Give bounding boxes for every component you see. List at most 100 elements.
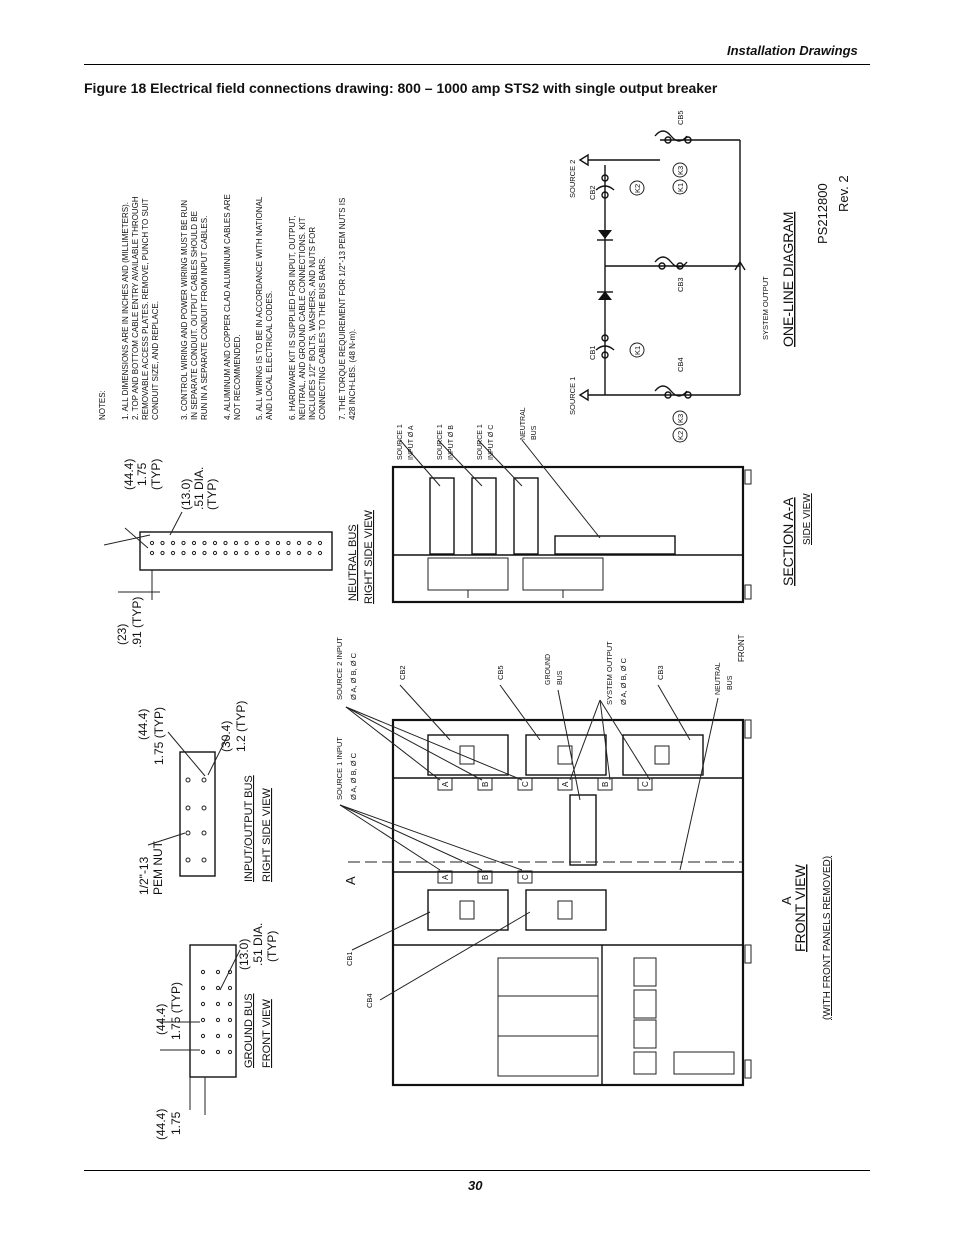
bus-hole [317, 550, 323, 556]
note-line: RUN IN A SEPARATE CONDUIT FROM INPUT CAB… [200, 216, 209, 420]
front-cb1: CB1 [345, 951, 354, 966]
bus-hole [223, 540, 228, 546]
front-view-subtitle: (WITH FRONT PANELS REMOVED) [822, 856, 833, 1020]
bus-hole [317, 540, 323, 546]
front-ground-sub: BUS [557, 670, 564, 685]
front-sys-output: SYSTEM OUTPUT [605, 641, 614, 705]
note-line: 428 INCH-LBS. (48 N-m). [348, 329, 357, 420]
section-subtitle: SIDE VIEW [802, 493, 813, 545]
section-src1c-sub: INPUT Ø C [488, 425, 495, 460]
io-pem: 1/2"-13 [137, 856, 151, 895]
bus-hole [191, 550, 197, 556]
bus-hole [200, 985, 206, 991]
front-src1-input: SOURCE 1 INPUT [335, 737, 344, 800]
one-line-k1b: K1 [676, 183, 685, 192]
header-rule [84, 64, 870, 65]
one-line-system-output: SYSTEM OUTPUT [761, 276, 770, 340]
one-line-source1: SOURCE 1 [568, 377, 577, 415]
ground-bus-subtitle: FRONT VIEW [261, 999, 273, 1068]
front-cb5: CB5 [496, 665, 505, 680]
bus-hole [215, 1017, 221, 1023]
bus-hole [149, 550, 155, 556]
note-line: 6. HARDWARE KIT IS SUPPLIED FOR INPUT, O… [288, 216, 297, 420]
note-line: 3. CONTROL WIRING AND POWER WIRING MUST … [180, 200, 189, 420]
front-src2-input: SOURCE 2 INPUT [335, 637, 344, 700]
section-src1b: SOURCE 1 [437, 424, 444, 460]
header-title: Installation Drawings [727, 43, 858, 58]
one-line-rev: Rev. 2 [836, 175, 851, 212]
phase-terminal [597, 777, 613, 791]
section-neutral-sub: BUS [531, 425, 538, 440]
phase-letter: B [481, 875, 490, 880]
bus-hole [215, 985, 221, 991]
io-dim2: (30.4) [219, 721, 233, 752]
phase-letter: C [521, 781, 530, 787]
note-line: CONNECTING CABLES TO THE BUS BARS. [318, 256, 327, 420]
io-bus-title: INPUT/OUTPUT BUS [243, 775, 255, 882]
bus-hole [307, 550, 312, 556]
note-line: NEUTRAL, AND GROUND CABLE CONNECTIONS. K… [298, 217, 307, 420]
front-a-bottom: A [779, 896, 794, 905]
bus-hole [265, 540, 270, 546]
one-line-drawing-no: PS212800 [815, 183, 830, 244]
one-line-diagram: SOURCE 1 SOURCE 2 CB1 CB2 CB3 CB4 CB5 K1… [568, 110, 851, 443]
bus-hole [275, 540, 281, 546]
neutral-dim2b: .51 DIA. [192, 467, 206, 510]
notes-block: NOTES: 1. ALL DIMENSIONS ARE IN INCHES A… [98, 194, 357, 420]
note-line: 7. THE TORQUE REQUIREMENT FOR 1/2"-13 PE… [338, 198, 347, 420]
one-line-k3: K3 [676, 414, 685, 423]
bus-hole [244, 550, 249, 556]
bus-hole [202, 540, 207, 546]
ground-bus-title: GROUND BUS [243, 993, 255, 1068]
section-src1a: SOURCE 1 [397, 424, 404, 460]
neutral-dim2: (13.0) [179, 479, 193, 510]
neutral-dim2c: (TYP) [205, 479, 219, 510]
neutral-dim1: (44.4) [122, 459, 136, 490]
ground-dim1b: 1.75 (TYP) [169, 982, 183, 1040]
section-src1b-sub: INPUT Ø B [448, 425, 455, 460]
ground-dim2: (13.0) [237, 939, 251, 970]
io-bus-subtitle: RIGHT SIDE VIEW [261, 787, 273, 882]
front-ground: GROUND [545, 654, 552, 685]
io-dim1b: 1.75 (TYP) [152, 707, 166, 765]
note-line: AND LOCAL ELECTRICAL CODES. [265, 291, 274, 420]
note-line: IN SEPARATE CONDUIT. OUTPUT CABLES SHOUL… [190, 211, 199, 420]
neutral-dim1c: (TYP) [149, 459, 163, 490]
bus-hole [202, 550, 207, 556]
bus-hole [227, 1017, 233, 1023]
bus-hole [212, 550, 218, 556]
bus-hole [215, 1001, 221, 1007]
phase-letter: A [441, 874, 450, 880]
bus-hole [227, 1033, 233, 1039]
phase-terminal [437, 777, 453, 791]
bus-hole [200, 1033, 206, 1039]
note-line: 2. TOP AND BOTTOM CABLE ENTRY AVAILABLE … [131, 196, 140, 420]
footer-rule [84, 1170, 870, 1171]
bus-hole [215, 1033, 221, 1039]
note-line: 5. ALL WIRING IS TO BE IN ACCORDANCE WIT… [255, 196, 264, 420]
front-view-title: FRONT VIEW [792, 864, 808, 952]
one-line-cb1: CB1 [588, 345, 597, 360]
bus-hole [160, 550, 165, 556]
neutral-dim3b: .91 (TYP) [130, 597, 144, 648]
note-line: REMOVABLE ACCESS PLATES. REMOVE, PUNCH T… [141, 198, 150, 420]
bus-hole [227, 985, 233, 991]
front-sys-phases: Ø A, Ø B, Ø C [619, 657, 628, 705]
notes-lines: 1. ALL DIMENSIONS ARE IN INCHES AND (MIL… [121, 194, 357, 420]
page-number: 30 [468, 1178, 483, 1193]
phase-terminal [557, 777, 573, 791]
phase-letter: C [641, 781, 650, 787]
phase-terminal [477, 777, 493, 791]
ground-dim2c: (TYP) [265, 931, 279, 962]
front-cb2: CB2 [398, 665, 407, 680]
neutral-bus-subtitle: RIGHT SIDE VIEW [363, 509, 375, 604]
bus-hole [227, 1001, 233, 1007]
bus-hole [200, 1001, 206, 1007]
bus-hole [212, 540, 218, 546]
note-line: 1. ALL DIMENSIONS ARE IN INCHES AND (MIL… [121, 202, 130, 420]
bus-hole [286, 550, 291, 556]
bus-hole [181, 550, 186, 556]
bus-hole [254, 550, 260, 556]
one-line-title: ONE-LINE DIAGRAM [780, 212, 796, 347]
